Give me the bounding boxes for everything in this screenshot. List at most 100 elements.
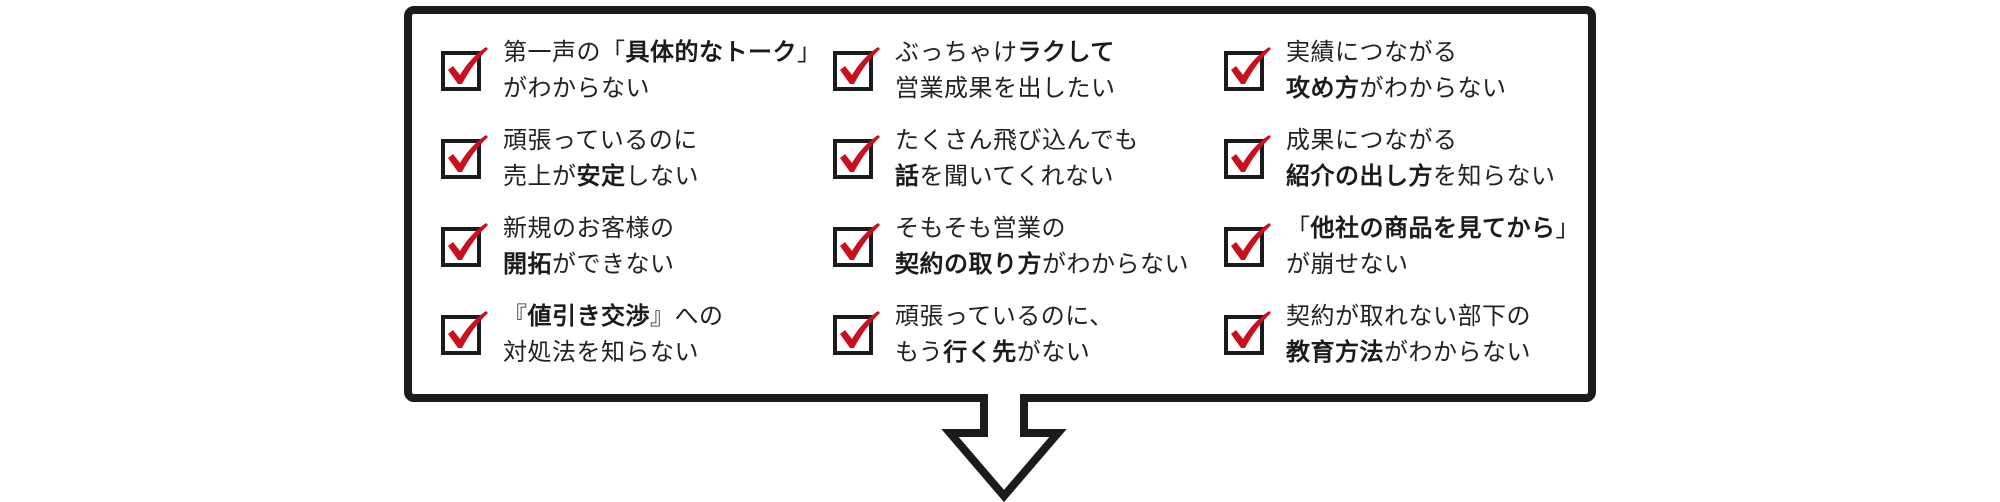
plain-text: 売上が [503,162,577,190]
emphasis-text: 他社の商品を見てから [1310,214,1556,242]
checklist-item-line: 実績につながる [1286,34,1507,70]
checklist-item-line: 『値引き交渉』への [503,298,724,334]
checklist-item: 第一声の「具体的なトーク」がわからない [440,30,830,110]
plain-text: 「 [1286,214,1311,242]
plain-text: ぶっちゃけ [895,38,1018,66]
checkbox-checked-icon [1224,311,1271,355]
plain-text: そもそも営業の [895,214,1067,242]
checklist-item-line: 「他社の商品を見てから」 [1286,210,1580,246]
checklist-item-line: 新規のお客様の [503,210,675,246]
checklist-item-line: そもそも営業の [895,210,1189,246]
checklist-item: 頑張っているのに、もう行く先がない [832,294,1222,374]
checkbox-checked-icon [441,311,488,355]
checklist-item-line: 契約が取れない部下の [1286,298,1531,334]
checklist-item: 『値引き交渉』への対処法を知らない [440,294,830,374]
checklist-item-text: 第一声の「具体的なトーク」がわからない [503,34,822,106]
checklist-item: 新規のお客様の開拓ができない [440,206,830,286]
checklist-item: 頑張っているのに売上が安定しない [440,118,830,198]
emphasis-text: 契約の取り方 [895,250,1042,278]
emphasis-text: 安定 [576,162,626,190]
checklist-item-text: 実績につながる攻め方がわからない [1286,34,1507,106]
checkbox-checked-icon [833,47,880,91]
plain-text: 」 [1555,214,1580,242]
checklist-item-line: がわからない [503,70,822,106]
plain-text: ができない [552,250,675,278]
emphasis-text: 攻め方 [1286,74,1360,102]
emphasis-text: 開拓 [503,250,552,278]
emphasis-text: 話 [895,162,920,190]
plain-text: がわからない [1359,74,1507,102]
emphasis-text: 教育方法 [1286,338,1384,366]
checklist-item-line: 契約の取り方がわからない [895,246,1189,282]
plain-text: が崩せない [1286,250,1409,278]
emphasis-text: 具体的なトーク [625,38,797,66]
plain-text: もう [895,338,944,366]
checklist-item-text: 「他社の商品を見てから」が崩せない [1286,210,1580,282]
checklist-item-line: ぶっちゃけラクして [895,34,1116,70]
checklist-item-text: 頑張っているのに売上が安定しない [503,122,699,194]
checkbox-checked-icon [1224,223,1271,267]
checklist-frame [404,6,1596,402]
checklist-item-line: 開拓ができない [503,246,675,282]
checklist-item-text: 成果につながる紹介の出し方を知らない [1286,122,1556,194]
checklist-item: 実績につながる攻め方がわからない [1223,30,1613,110]
plain-text: 実績につながる [1286,38,1458,66]
checklist-item-line: 紹介の出し方を知らない [1286,158,1556,194]
checklist-item-line: 教育方法がわからない [1286,334,1531,370]
checkbox-checked-icon [833,223,880,267]
emphasis-text: 行く先 [943,338,1017,366]
checklist-item-text: ぶっちゃけラクして営業成果を出したい [895,34,1116,106]
checklist-item: 「他社の商品を見てから」が崩せない [1223,206,1613,286]
plain-text: 頑張っているのに、 [895,302,1114,330]
plain-text: たくさん飛び込んでも [895,126,1139,154]
plain-text: 『 [503,302,528,330]
plain-text: 第一声の「 [503,38,626,66]
checklist-item-line: 対処法を知らない [503,334,724,370]
checkbox-checked-icon [833,311,880,355]
checklist-item: 成果につながる紹介の出し方を知らない [1223,118,1613,198]
plain-text: 対処法を知らない [503,338,699,366]
checklist-item-line: 攻め方がわからない [1286,70,1507,106]
checklist-item-line: 売上が安定しない [503,158,699,194]
plain-text: がわからない [503,74,650,102]
plain-text: 成果につながる [1286,126,1458,154]
plain-text: を知らない [1433,162,1556,190]
checklist-item-text: 頑張っているのに、もう行く先がない [895,298,1114,370]
emphasis-text: 値引き交渉 [527,302,650,330]
emphasis-text: 紹介の出し方 [1286,162,1433,190]
checklist-item-text: 新規のお客様の開拓ができない [503,210,675,282]
checklist-item-line: が崩せない [1286,246,1580,282]
checklist-item: そもそも営業の契約の取り方がわからない [832,206,1222,286]
plain-text: がわからない [1042,250,1189,278]
checkbox-checked-icon [441,47,488,91]
checklist-item: 契約が取れない部下の教育方法がわからない [1223,294,1613,374]
emphasis-text: ラクして [1017,38,1115,66]
checklist-item-line: 成果につながる [1286,122,1556,158]
checklist-item-text: そもそも営業の契約の取り方がわからない [895,210,1189,282]
checklist-item-line: 営業成果を出したい [895,70,1116,106]
plain-text: しない [625,162,699,190]
plain-text: 頑張っているのに [503,126,698,154]
checklist-item-text: 契約が取れない部下の教育方法がわからない [1286,298,1531,370]
checklist-item-line: 第一声の「具体的なトーク」 [503,34,822,70]
plain-text: を聞いてくれない [919,162,1115,190]
plain-text: 』への [650,302,724,330]
checkbox-checked-icon [441,223,488,267]
checklist-item: たくさん飛び込んでも話を聞いてくれない [832,118,1222,198]
plain-text: 」 [797,38,822,66]
checklist-item-line: 頑張っているのに、 [895,298,1114,334]
checklist-grid: 第一声の「具体的なトーク」がわからないぶっちゃけラクして営業成果を出したい実績に… [440,30,1580,370]
checkbox-checked-icon [1224,135,1271,179]
plain-text: がわからない [1384,338,1531,366]
plain-text: がない [1016,338,1091,366]
checklist-item-line: 頑張っているのに [503,122,699,158]
checkbox-checked-icon [441,135,488,179]
plain-text: 新規のお客様の [503,214,675,242]
plain-text: 契約が取れない部下の [1286,302,1531,330]
checklist-item-text: 『値引き交渉』への対処法を知らない [503,298,724,370]
plain-text: 営業成果を出したい [895,74,1116,102]
checklist-item-line: たくさん飛び込んでも [895,122,1139,158]
checklist-item-line: もう行く先がない [895,334,1114,370]
checklist-item-line: 話を聞いてくれない [895,158,1139,194]
checklist-item: ぶっちゃけラクして営業成果を出したい [832,30,1222,110]
